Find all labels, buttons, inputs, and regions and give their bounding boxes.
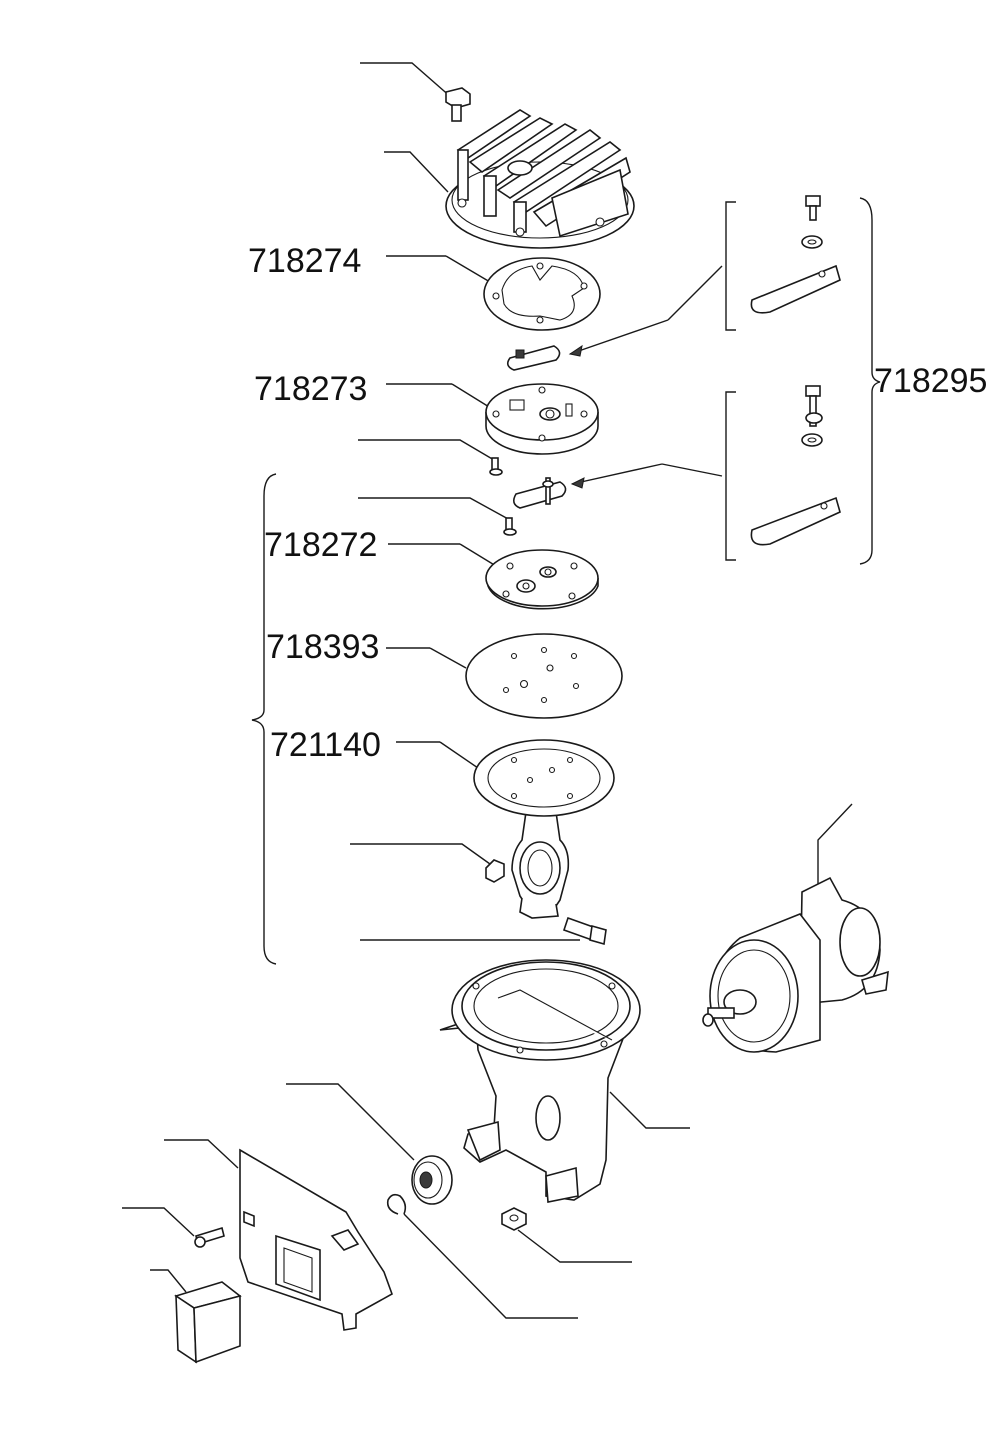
head-bolt	[360, 62, 471, 122]
valve-kit-lower	[725, 385, 841, 561]
rod-nut	[350, 843, 505, 883]
cover-plate-part	[164, 1139, 393, 1331]
valve-tongue-lower	[512, 463, 723, 509]
label-718295: 718295	[874, 362, 987, 400]
label-718273: 718273	[254, 370, 367, 408]
valve-tongue-upper	[506, 265, 723, 371]
motor-part	[702, 803, 889, 1053]
valve-plate-part	[386, 383, 599, 455]
label-718272: 718272	[264, 526, 377, 564]
label-721140: 721140	[270, 726, 381, 764]
label-718393: 718393	[266, 628, 379, 666]
plate-screw-upper	[358, 439, 503, 476]
bearing-part	[286, 1083, 453, 1205]
piston-plate-part	[388, 543, 599, 610]
crankcase-part	[439, 959, 690, 1203]
cover-screw	[122, 1207, 225, 1248]
valve-kit-brace	[859, 197, 881, 565]
rod-bolt	[360, 916, 607, 946]
piston-assembly-brace	[251, 473, 277, 965]
plate-screw-lower	[358, 497, 517, 536]
gasket-part	[386, 255, 601, 331]
connecting-rod-part	[396, 739, 615, 919]
label-718274: 718274	[248, 242, 361, 280]
diaphragm-part	[386, 633, 623, 719]
cylinder-head	[384, 109, 635, 249]
crankcase-nut	[501, 1207, 632, 1263]
circlip-part	[386, 1193, 578, 1319]
filter-block	[150, 1269, 242, 1364]
valve-kit-upper	[725, 195, 841, 331]
